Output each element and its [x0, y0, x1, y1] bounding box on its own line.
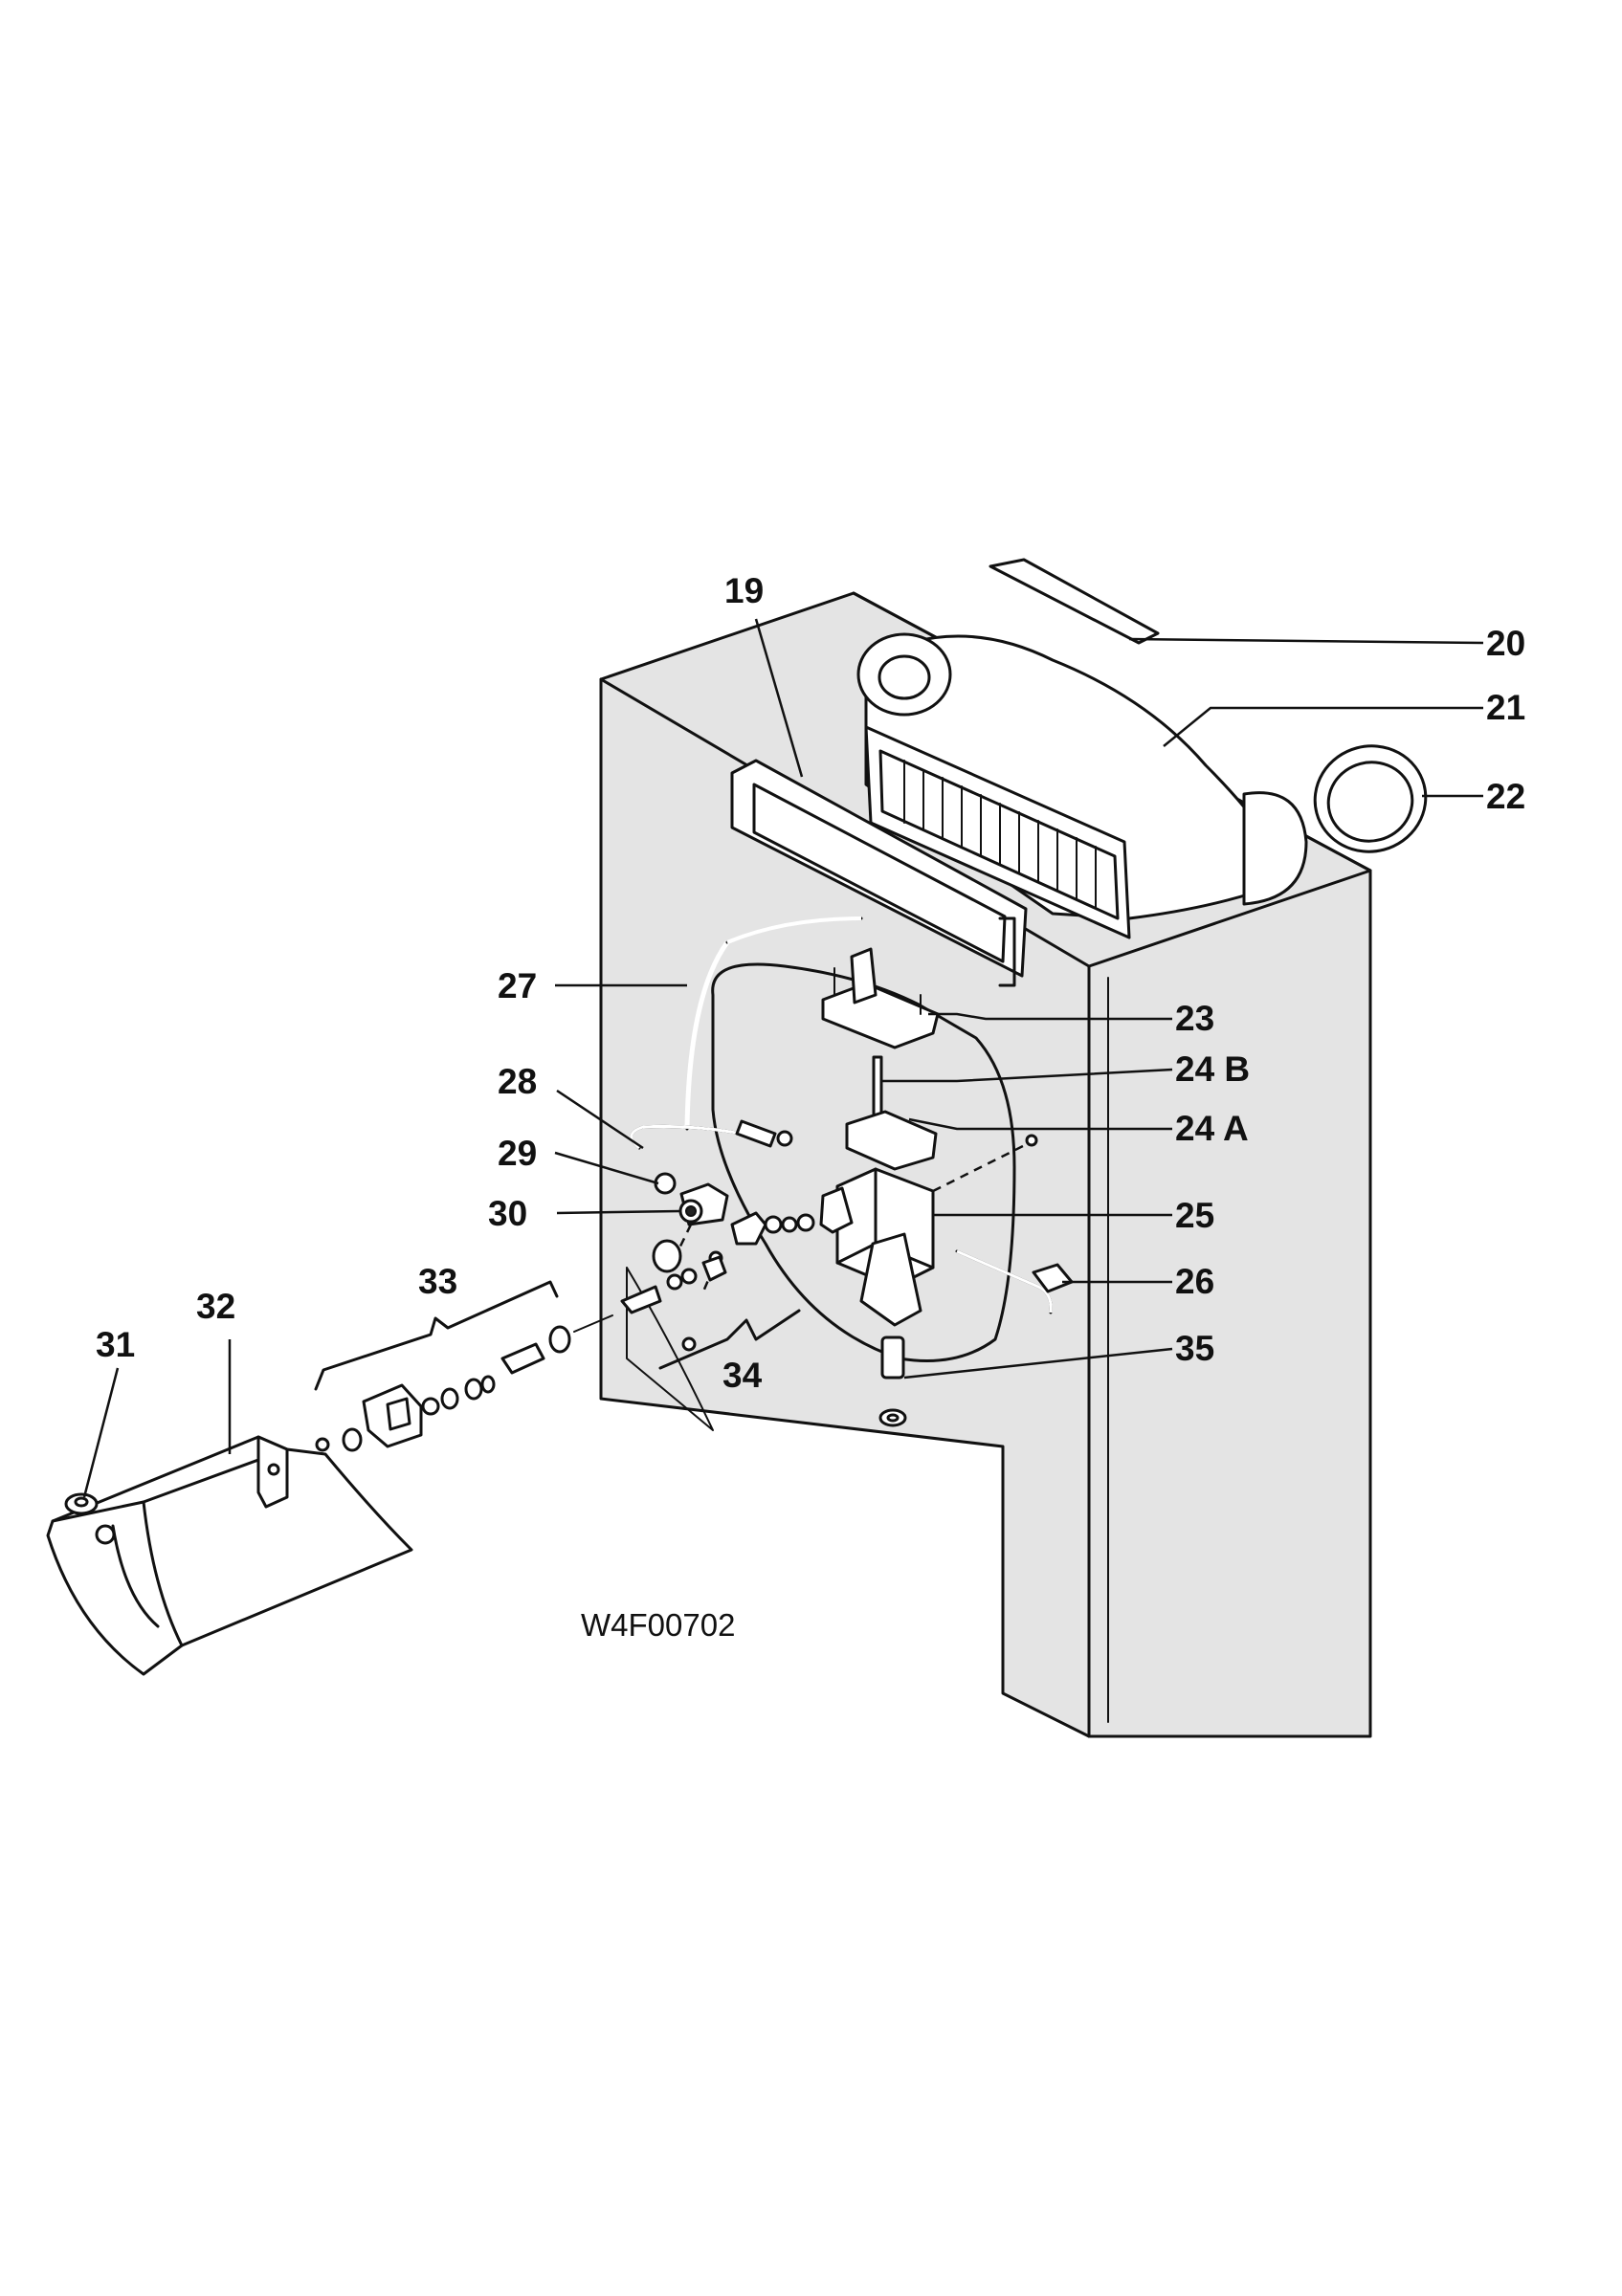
leader-21: [1163, 706, 1483, 747]
part-25-tank: [835, 1134, 1038, 1327]
part-32-drip-tray: [46, 1435, 413, 1676]
callout-33: 33: [418, 1262, 457, 1301]
callout-34: 34: [722, 1356, 763, 1395]
air-grille: [864, 725, 1131, 939]
callout-20: 20: [1486, 624, 1525, 663]
leader-24b: [880, 1068, 1173, 1083]
part-34-valve-assembly: [658, 1186, 854, 1370]
callout-25: 25: [1175, 1196, 1214, 1235]
callout-35: 35: [1175, 1329, 1214, 1368]
part-29-30-nozzle: [652, 1172, 729, 1273]
callout-27: 27: [498, 966, 537, 1005]
leader-29: [554, 1151, 659, 1185]
drawing-code: W4F00702: [581, 1607, 735, 1643]
leader-28: [556, 1089, 644, 1150]
callout-29: 29: [498, 1134, 537, 1173]
part-33-pump-assembly: [314, 1255, 727, 1452]
part-28-small-hose: [630, 1119, 793, 1150]
part-27-hose: [684, 916, 863, 1131]
leader-31: [82, 1367, 120, 1498]
leader-lines: [82, 618, 1484, 1498]
part-26-connector: [955, 1249, 1074, 1314]
body-panel-line: [626, 1267, 714, 1431]
callout-24b: 24 B: [1175, 1049, 1250, 1089]
leader-19: [754, 618, 804, 778]
callout-22: 22: [1486, 777, 1525, 816]
callout-26: 26: [1175, 1262, 1214, 1301]
callout-labels: 19 20 21 22 23 24 B 24 A 25 26 27 28 29 …: [96, 571, 1525, 1395]
part-23-bracket: [821, 947, 940, 1049]
part-22-ring-seal: [1313, 744, 1428, 853]
callout-24a: 24 A: [1175, 1109, 1249, 1148]
callout-30: 30: [488, 1194, 527, 1233]
callout-19: 19: [724, 571, 764, 610]
part-24a-block: [845, 1110, 938, 1171]
part-31-screw: [64, 1492, 99, 1515]
callout-21: 21: [1486, 688, 1525, 727]
part-19-front-frame: [730, 759, 1028, 987]
leader-23: [928, 1012, 1172, 1021]
callout-32: 32: [196, 1287, 235, 1326]
callout-31: 31: [96, 1325, 135, 1364]
part-24b-pin: [872, 1055, 883, 1121]
part-20-top-strip: [989, 558, 1160, 645]
callout-23: 23: [1175, 999, 1214, 1038]
part-35-drain-plug: [878, 1336, 907, 1427]
leader-35: [903, 1347, 1173, 1380]
callout-28: 28: [498, 1062, 537, 1101]
leader-20: [1128, 637, 1484, 645]
leader-24a: [908, 1117, 1172, 1131]
leader-30: [556, 1209, 680, 1215]
